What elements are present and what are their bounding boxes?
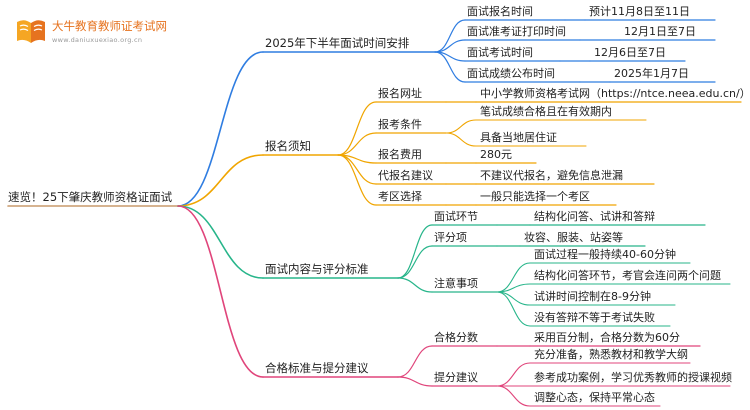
item-connector bbox=[496, 291, 531, 306]
leaf-value: 280元 bbox=[480, 148, 512, 161]
child-connector bbox=[337, 101, 377, 156]
item-connector bbox=[496, 385, 531, 407]
child-label: 面试考试时间 bbox=[467, 46, 533, 59]
child-connector bbox=[337, 132, 377, 156]
leaf-value: 采用百分制，合格分数为60分 bbox=[534, 331, 680, 344]
child-label: 提分建议 bbox=[434, 371, 478, 384]
item-connector bbox=[496, 262, 531, 293]
mindmap-root: 速览！25下肇庆教师资格证面试 bbox=[8, 190, 173, 204]
leaf-item: 参考成功案例，学习优秀教师的授课视频 bbox=[534, 371, 732, 384]
child-label: 合格分数 bbox=[434, 331, 478, 344]
leaf-value: 一般只能选择一个考区 bbox=[480, 190, 590, 203]
child-connector bbox=[397, 224, 433, 279]
child-connector bbox=[397, 345, 433, 378]
child-label: 报考条件 bbox=[378, 118, 422, 131]
leaf-item: 面试过程一般持续40-60分钟 bbox=[534, 248, 676, 261]
branch-label: 报名须知 bbox=[265, 139, 311, 153]
child-connector bbox=[337, 154, 377, 206]
branch-label: 2025年下半年面试时间安排 bbox=[265, 36, 410, 50]
brand-name: 大牛教育教师证考试网 bbox=[52, 19, 167, 33]
child-label: 注意事项 bbox=[434, 277, 478, 290]
child-label: 报名费用 bbox=[378, 148, 422, 161]
leaf-value: 预计11月8日至11日 bbox=[589, 5, 690, 18]
child-connector bbox=[397, 376, 433, 387]
leaf-item: 结构化问答环节，考官会连问两个问题 bbox=[534, 269, 721, 282]
branch-connector bbox=[177, 154, 264, 207]
branch-connector bbox=[177, 51, 264, 207]
child-connector bbox=[434, 51, 466, 83]
child-label: 代报名建议 bbox=[378, 169, 433, 182]
leaf-value: 中小学教师资格考试网（https://ntce.neea.edu.cn/） bbox=[480, 87, 750, 100]
leaf-value: 结构化问答、试讲和答辩 bbox=[534, 210, 655, 223]
leaf-item: 调整心态，保持平常心态 bbox=[534, 391, 655, 404]
leaf-item: 充分准备，熟悉教材和教学大纲 bbox=[534, 348, 688, 361]
child-label: 面试环节 bbox=[434, 210, 478, 223]
child-connector bbox=[434, 19, 466, 53]
branch-connector bbox=[177, 205, 264, 378]
child-label: 考区选择 bbox=[378, 190, 422, 203]
branch-connector bbox=[177, 205, 264, 279]
leaf-item: 没有答辩不等于考试失败 bbox=[534, 311, 655, 324]
child-label: 面试成绩公布时间 bbox=[467, 67, 555, 80]
leaf-value: 2025年1月7日 bbox=[614, 67, 689, 80]
item-connector bbox=[496, 362, 531, 387]
child-label: 面试准考证打印时间 bbox=[467, 25, 566, 38]
leaf-item: 试讲时间控制在8-9分钟 bbox=[534, 290, 651, 303]
child-label: 评分项 bbox=[434, 231, 467, 244]
item-connector bbox=[445, 119, 477, 134]
leaf-value: 12月1日至7日 bbox=[624, 25, 696, 38]
leaf-item: 具备当地居住证 bbox=[480, 131, 557, 144]
leaf-item: 笔试成绩合格且在有效期内 bbox=[480, 105, 612, 118]
branch-label: 合格标准与提分建议 bbox=[265, 361, 369, 375]
child-label: 面试报名时间 bbox=[467, 5, 533, 18]
child-connector bbox=[397, 245, 433, 279]
brand-logo: 大牛教育教师证考试网 www.daniuxuexiao.org.cn bbox=[14, 14, 234, 50]
child-label: 报名网址 bbox=[378, 87, 422, 100]
brand-url: www.daniuxuexiao.org.cn bbox=[52, 36, 143, 44]
leaf-value: 妆容、服装、站姿等 bbox=[524, 231, 623, 244]
leaf-value: 12月6日至7日 bbox=[594, 46, 666, 59]
leaf-value: 不建议代报名，避免信息泄漏 bbox=[480, 169, 623, 182]
item-connector bbox=[496, 291, 531, 327]
item-connector bbox=[445, 132, 477, 147]
child-connector bbox=[397, 277, 433, 293]
book-icon bbox=[17, 20, 45, 43]
branch-label: 面试内容与评分标准 bbox=[265, 262, 369, 276]
